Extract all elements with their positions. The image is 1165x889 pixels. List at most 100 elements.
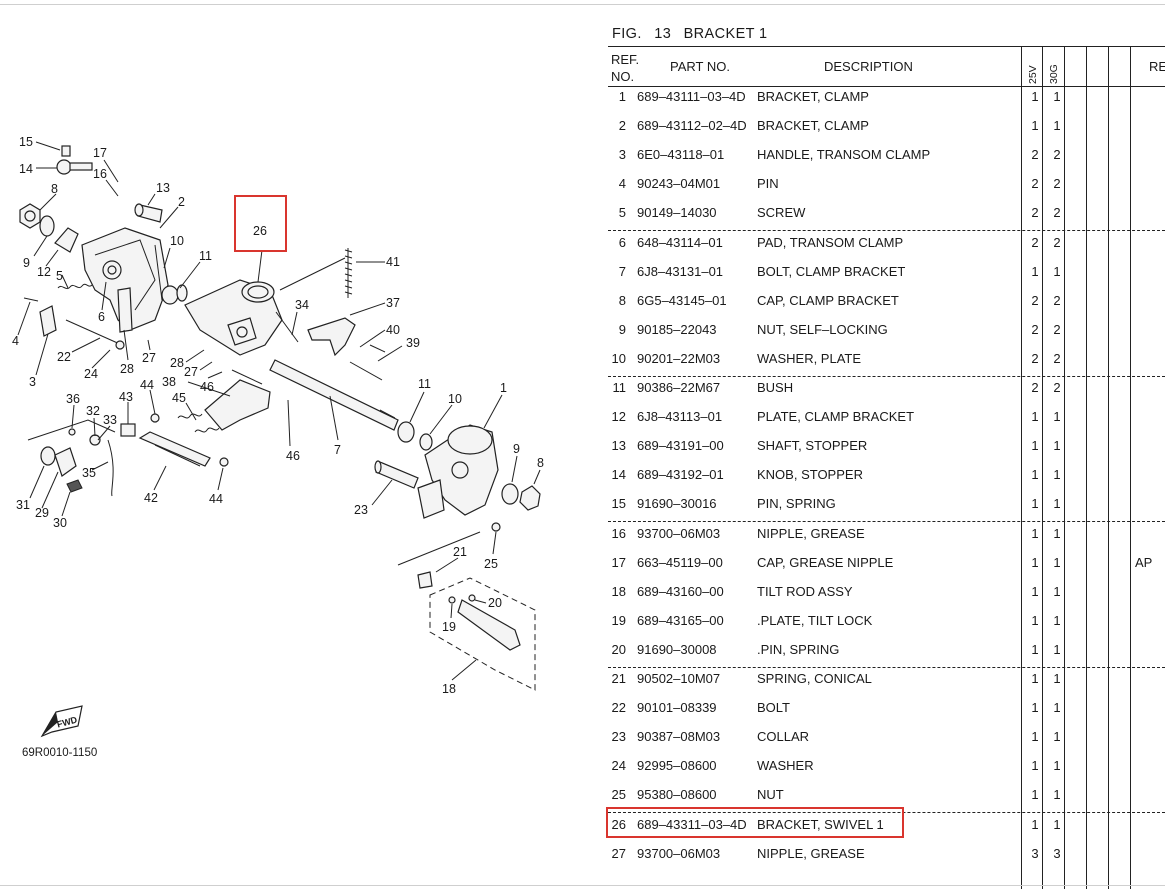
row-qty-30g: 1 (1053, 438, 1061, 453)
row-ref-number: 25 (611, 787, 626, 802)
row-description: BRACKET, CLAMP (757, 89, 869, 104)
header-model-30g: 30G (1048, 64, 1060, 84)
row-qty-30g: 3 (1053, 846, 1061, 861)
callout-1: 1 (500, 381, 507, 395)
row-qty-25v: 1 (1031, 409, 1039, 424)
callout-41: 41 (386, 255, 400, 269)
row-ref-number: 15 (611, 496, 626, 511)
row-part-number: 689–43191–00 (637, 438, 724, 453)
leader-lines (17, 141, 541, 681)
row-part-number: 90149–14030 (637, 205, 717, 220)
row-part-number: 90201–22M03 (637, 351, 721, 366)
row-part-number: 6E0–43118–01 (637, 147, 725, 162)
callout-8: 8 (51, 182, 58, 196)
callout-27b: 27 (184, 365, 198, 379)
callout-40: 40 (386, 323, 400, 337)
row-description: CAP, CLAMP BRACKET (757, 293, 899, 308)
row-description: COLLAR (757, 729, 810, 744)
callout-37: 37 (386, 296, 400, 310)
row-ref-number: 8 (618, 293, 626, 308)
row-qty-30g: 2 (1053, 380, 1061, 395)
row-qty-30g: 1 (1053, 409, 1061, 424)
row-qty-25v: 1 (1031, 700, 1039, 715)
row-ref-number: 19 (611, 613, 626, 628)
callout-46: 46 (200, 380, 214, 394)
row-ref-number: 17 (611, 555, 626, 570)
callout-11b: 11 (418, 377, 431, 391)
row-part-number: 90185–22043 (637, 322, 717, 337)
callout-numbers: 15 14 8 9 12 5 4 3 6 22 24 28 27 17 16 1… (12, 135, 544, 696)
row-description: NUT (757, 787, 784, 802)
row-qty-30g: 2 (1053, 293, 1061, 308)
callout-11: 11 (199, 249, 212, 263)
row-part-number: 93700–06M03 (637, 846, 721, 861)
row-ref-number: 3 (618, 147, 626, 162)
diagram-code: 69R0010-1150 (22, 747, 98, 759)
row-part-number: 689–43111–03–4D (637, 89, 746, 104)
row-qty-30g: 1 (1053, 526, 1061, 541)
callout-10: 10 (170, 234, 184, 248)
callout-21: 21 (453, 545, 467, 559)
row-qty-30g: 1 (1053, 555, 1061, 570)
row-description: PIN (757, 176, 779, 191)
row-description: SPRING, CONICAL (757, 671, 872, 686)
callout-46b: 46 (286, 449, 300, 463)
callout-26-highlight-box (234, 195, 287, 252)
row-description: PIN, SPRING (757, 496, 836, 511)
callout-32: 32 (86, 404, 100, 418)
row-qty-25v: 2 (1031, 380, 1039, 395)
row-ref-number: 13 (611, 438, 626, 453)
row-ref-number: 12 (611, 409, 626, 424)
row-qty-25v: 2 (1031, 205, 1039, 220)
fig-number: 13 (654, 26, 672, 42)
fwd-arrow-icon: FWD (40, 705, 83, 738)
row-qty-30g: 1 (1053, 817, 1061, 832)
callout-10b: 10 (448, 392, 462, 406)
callout-19: 19 (442, 620, 456, 634)
row-description: WASHER, PLATE (757, 351, 862, 366)
callout-28: 28 (120, 362, 134, 376)
callout-13: 13 (156, 181, 170, 195)
row-qty-25v: 2 (1031, 293, 1039, 308)
row-qty-30g: 2 (1053, 351, 1061, 366)
row-description: TILT ROD ASSY (757, 584, 853, 599)
row-qty-25v: 1 (1031, 118, 1039, 133)
row-description: SCREW (757, 205, 806, 220)
row-qty-25v: 2 (1031, 322, 1039, 337)
clamp-bracket-left-drawing (81, 227, 169, 333)
row-part-number: 92995–08600 (637, 758, 717, 773)
callout-8b: 8 (537, 456, 544, 470)
row-description: BRACKET, SWIVEL 1 (757, 817, 884, 832)
top-divider (0, 4, 1165, 5)
row-qty-25v: 1 (1031, 729, 1039, 744)
callout-35: 35 (82, 466, 96, 480)
exploded-parts-diagram: 15 14 8 9 12 5 4 3 6 22 24 28 27 17 16 1… (12, 135, 544, 738)
row-qty-25v: 1 (1031, 613, 1039, 628)
row-qty-25v: 1 (1031, 467, 1039, 482)
row-part-number: 663–45119–00 (637, 555, 723, 570)
row-qty-25v: 1 (1031, 264, 1039, 279)
header-part-no: PART NO. (670, 59, 730, 74)
row-ref-number: 23 (611, 729, 626, 744)
row-26-highlight-box (606, 807, 904, 838)
callout-22: 22 (57, 350, 71, 364)
row-part-number: 90101–08339 (637, 700, 717, 715)
row-qty-25v: 1 (1031, 526, 1039, 541)
row-qty-30g: 1 (1053, 118, 1061, 133)
row-qty-25v: 1 (1031, 642, 1039, 657)
row-description: BOLT, CLAMP BRACKET (757, 264, 906, 279)
row-ref-number: 2 (618, 118, 626, 133)
row-qty-30g: 1 (1053, 700, 1061, 715)
row-description: BOLT (757, 700, 790, 715)
callout-25: 25 (484, 557, 498, 571)
row-qty-30g: 1 (1053, 89, 1061, 104)
row-qty-25v: 1 (1031, 584, 1039, 599)
row-part-number: 6G5–43145–01 (637, 293, 727, 308)
row-qty-30g: 1 (1053, 467, 1061, 482)
row-part-number: 90502–10M07 (637, 671, 721, 686)
callout-12: 12 (37, 265, 51, 279)
callout-36: 36 (66, 392, 80, 406)
parts-table: REF. NO. PART NO. DESCRIPTION 25V 30G RE… (606, 0, 1165, 889)
pin-spring-drawing (61, 145, 71, 157)
row-part-number: 91690–30008 (637, 642, 717, 657)
